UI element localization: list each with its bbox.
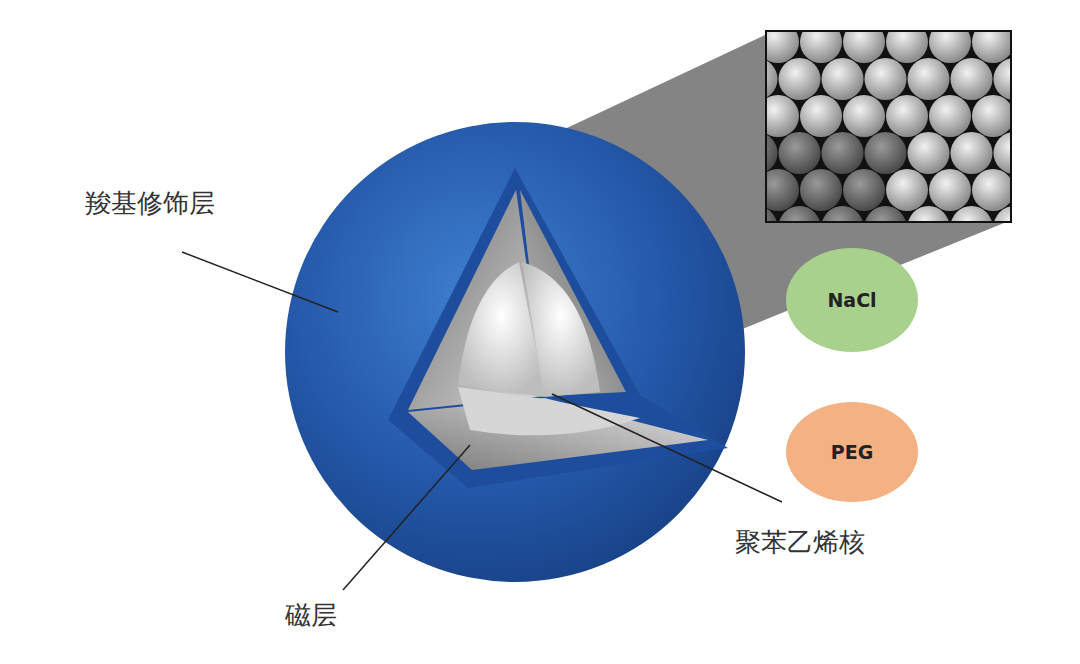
sem-particle [767, 95, 799, 137]
sem-particle [951, 132, 993, 174]
sem-particle [908, 132, 950, 174]
sem-particle [767, 132, 778, 174]
sem-particle [843, 95, 885, 137]
sem-particle [886, 169, 928, 211]
sem-particle [865, 58, 907, 100]
sem-particle [951, 206, 993, 221]
sem-particle [994, 58, 1011, 100]
part-label: 聚苯乙烯核 [735, 525, 865, 560]
sem-image [767, 32, 1010, 221]
sem-particle [822, 132, 864, 174]
sem-particle [779, 206, 821, 221]
part-label: 磁层 [285, 598, 337, 633]
sem-particle [908, 206, 950, 221]
reagent-circle: PEG [786, 402, 918, 502]
sem-particle [800, 32, 842, 63]
sem-particle [800, 95, 842, 137]
leader-line [182, 252, 338, 312]
sem-particle [779, 58, 821, 100]
sem-particle [822, 206, 864, 221]
sem-particle [994, 132, 1011, 174]
leader-line [552, 394, 782, 502]
core-right [522, 262, 600, 397]
sem-particle [822, 58, 864, 100]
cut-rim [388, 168, 728, 488]
sem-particle [972, 32, 1010, 63]
sem-particle [767, 32, 799, 63]
reagent-circle: NaCl [786, 248, 918, 352]
sem-particle [929, 169, 971, 211]
reagent-name: NaCl [827, 289, 876, 311]
sem-particle [908, 58, 950, 100]
sem-particle [951, 58, 993, 100]
sem-particle [886, 32, 928, 63]
sem-particle [972, 169, 1010, 211]
leader-line [343, 445, 470, 590]
sem-particle [972, 95, 1010, 137]
core-bottom [458, 387, 640, 435]
sem-particle [767, 169, 799, 211]
sem-particle [929, 95, 971, 137]
sem-particle [886, 95, 928, 137]
sem-particle [767, 58, 778, 100]
sem-particle [929, 32, 971, 63]
part-label: 羧基修饰层 [85, 186, 215, 221]
sem-particle [767, 206, 778, 221]
sem-particle [843, 169, 885, 211]
sem-particle [779, 132, 821, 174]
reagent-name: PEG [831, 441, 874, 463]
circle-fill [786, 248, 918, 352]
sem-particle [865, 206, 907, 221]
sem-particle [800, 169, 842, 211]
microsphere [285, 122, 745, 582]
sem-particle [865, 132, 907, 174]
sem-particle [843, 32, 885, 63]
sem-particle [994, 206, 1011, 221]
circle-fill [786, 402, 918, 502]
